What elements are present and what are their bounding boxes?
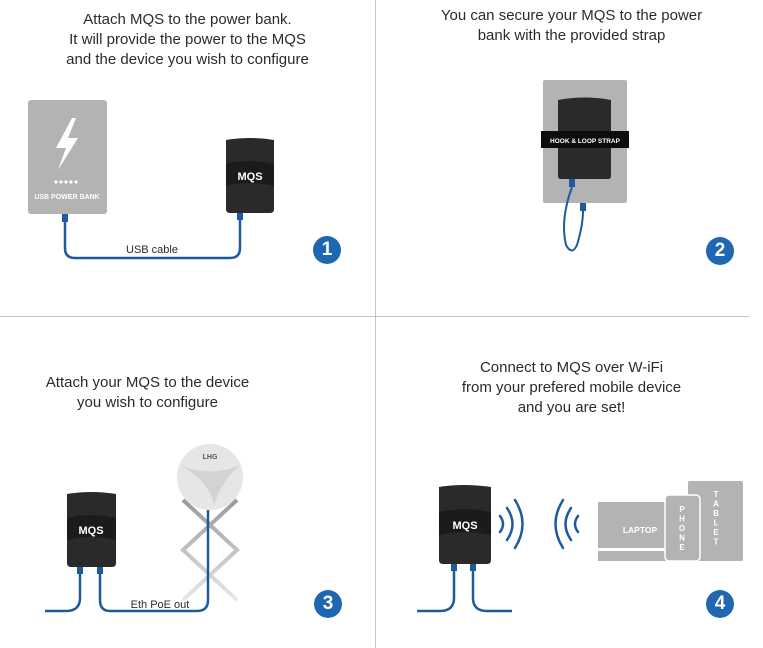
label-letter: T xyxy=(714,490,719,499)
usb-cable-label: USB cable xyxy=(126,244,178,256)
label-letter: P xyxy=(679,505,685,514)
label-letter: E xyxy=(713,528,719,537)
lattice-tower xyxy=(180,490,240,615)
laptop-device: LAPTOP xyxy=(598,502,666,561)
caption-line: Attach MQS to the power bank. xyxy=(83,11,292,28)
hook-and-loop-strap: HOOK & LOOP STRAP xyxy=(541,131,629,148)
label-letter: A xyxy=(713,500,719,509)
step-1-badge: 1 xyxy=(313,236,341,264)
laptop-label: LAPTOP xyxy=(623,525,658,535)
label-letter: N xyxy=(679,534,685,543)
lightning-bolt-icon xyxy=(56,118,78,170)
mqs-label: MQS xyxy=(452,520,477,532)
mqs-label: MQS xyxy=(237,171,262,183)
usb-power-bank: USB POWER BANK xyxy=(28,100,107,214)
label-letter: H xyxy=(679,515,685,524)
mqs-device: MQS xyxy=(439,485,491,564)
horizontal-divider xyxy=(0,316,750,317)
step-3-badge: 3 xyxy=(314,590,342,618)
step-1-caption: Attach MQS to the power bank. It will pr… xyxy=(0,10,375,70)
caption-line: and you are set! xyxy=(517,399,626,416)
step-3-caption: Attach your MQS to the device you wish t… xyxy=(0,373,295,413)
tablet-device xyxy=(688,481,743,561)
vertical-divider xyxy=(375,0,376,648)
label-letter: B xyxy=(713,509,719,518)
wifi-waves-icon xyxy=(498,498,580,550)
caption-line: you wish to configure xyxy=(77,394,218,411)
eth-cable-label: Eth PoE out xyxy=(131,599,190,611)
cables xyxy=(417,563,512,613)
label-letter: T xyxy=(714,538,719,547)
caption-line: and the device you wish to configure xyxy=(66,51,309,68)
mqs-label: MQS xyxy=(78,525,103,537)
antenna-label: LHG xyxy=(203,454,218,461)
usb-cable xyxy=(563,179,586,252)
caption-line: from your prefered mobile device xyxy=(461,379,682,396)
label-letter: L xyxy=(714,519,719,528)
strap-label: HOOK & LOOP STRAP xyxy=(550,138,621,145)
lhg-antenna: LHG xyxy=(177,444,243,510)
caption-line: It will provide the power to the MQS xyxy=(69,31,306,48)
caption-line: Connect to MQS over W-iFi xyxy=(479,359,664,376)
label-letter: E xyxy=(679,543,685,552)
eth-cable xyxy=(45,510,210,613)
charge-level-dots xyxy=(54,180,78,184)
caption-line: You can secure your MQS to the power xyxy=(440,7,703,24)
phone-device xyxy=(664,494,701,562)
mqs-device: MQS xyxy=(226,138,274,213)
caption-line: bank with the provided strap xyxy=(477,27,666,44)
label-letter: O xyxy=(679,524,685,533)
step-4-caption: Connect to MQS over W-iFi from your pref… xyxy=(380,358,763,418)
step-4-badge: 4 xyxy=(706,590,734,618)
step-2-badge: 2 xyxy=(706,237,734,265)
caption-line: Attach your MQS to the device xyxy=(45,374,250,391)
power-bank-label: USB POWER BANK xyxy=(34,194,99,201)
mqs-device: MQS xyxy=(67,492,116,567)
usb-cable xyxy=(62,212,243,260)
step-2-caption: You can secure your MQS to the power ban… xyxy=(380,6,763,46)
